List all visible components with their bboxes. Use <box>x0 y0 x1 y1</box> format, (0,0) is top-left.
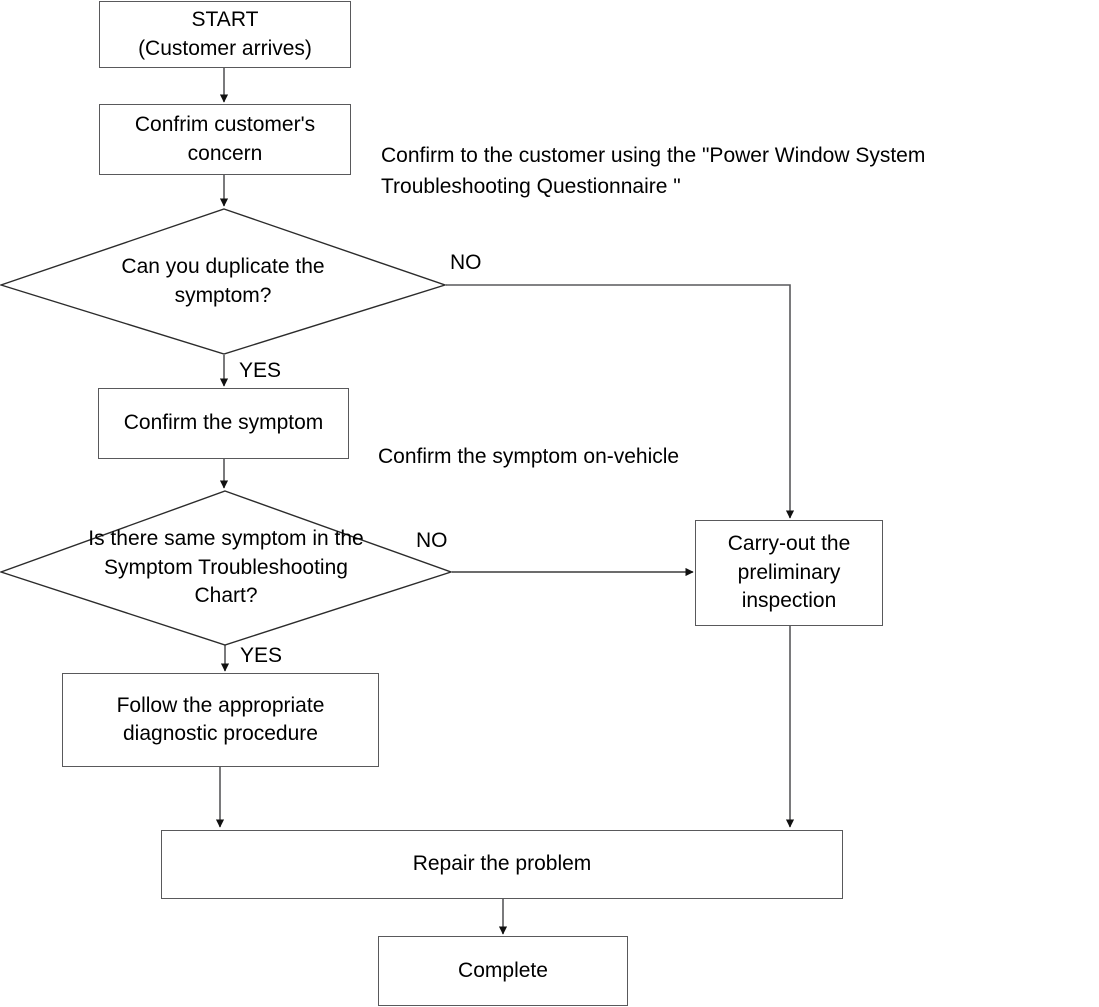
node-start[interactable]: START (Customer arrives) <box>99 1 351 68</box>
node-repair-the-problem-label: Repair the problem <box>412 852 592 876</box>
node-same-symptom-in-chart[interactable]: Is there same symptom in the Symptom Tro… <box>0 490 454 646</box>
node-same-symptom-in-chart-label: Is there same symptom in the Symptom Tro… <box>88 527 364 608</box>
node-repair-the-problem[interactable]: Repair the problem <box>161 830 843 899</box>
node-complete[interactable]: Complete <box>378 936 628 1006</box>
edge-duplicate-no-to-preliminary <box>446 284 795 519</box>
note-questionnaire: Confirm to the customer using the "Power… <box>381 111 1061 202</box>
node-confirm-the-symptom-label: Confirm the symptom <box>123 411 324 435</box>
note-on-vehicle: Confirm the symptom on-vehicle <box>378 412 798 473</box>
edge-label-duplicate-no: NO <box>450 252 482 273</box>
edge-label-same-symptom-no: NO <box>416 530 448 551</box>
node-can-duplicate-symptom-label: Can you duplicate the symptom? <box>121 255 325 307</box>
diamond-shape-same-symptom <box>0 490 454 646</box>
node-can-duplicate-symptom[interactable]: Can you duplicate the symptom? <box>0 208 448 355</box>
node-diagnostic-procedure[interactable]: Follow the appropriate diagnostic proced… <box>62 673 379 767</box>
node-confirm-customer-concern-label: Confrim customer's concern <box>134 113 316 165</box>
note-questionnaire-text: Confirm to the customer using the "Power… <box>381 144 926 198</box>
node-confirm-the-symptom[interactable]: Confirm the symptom <box>98 388 349 459</box>
note-on-vehicle-text: Confirm the symptom on-vehicle <box>378 445 680 469</box>
node-diagnostic-procedure-label: Follow the appropriate diagnostic proced… <box>116 693 325 745</box>
diamond-shape-duplicate <box>0 208 448 355</box>
edge-label-same-symptom-no-text: NO <box>416 529 448 552</box>
node-confirm-customer-concern[interactable]: Confrim customer's concern <box>99 104 351 175</box>
edge-label-duplicate-no-text: NO <box>450 251 482 274</box>
node-preliminary-inspection[interactable]: Carry-out the preliminary inspection <box>695 520 883 626</box>
edge-label-same-symptom-yes: YES <box>240 645 282 666</box>
node-preliminary-inspection-label: Carry-out the preliminary inspection <box>727 532 851 613</box>
edge-label-same-symptom-yes-text: YES <box>240 644 283 667</box>
node-start-label: START (Customer arrives) <box>138 8 312 60</box>
edge-label-duplicate-yes: YES <box>239 360 281 381</box>
node-complete-label: Complete <box>458 958 548 982</box>
edge-label-duplicate-yes-text: YES <box>239 359 282 382</box>
